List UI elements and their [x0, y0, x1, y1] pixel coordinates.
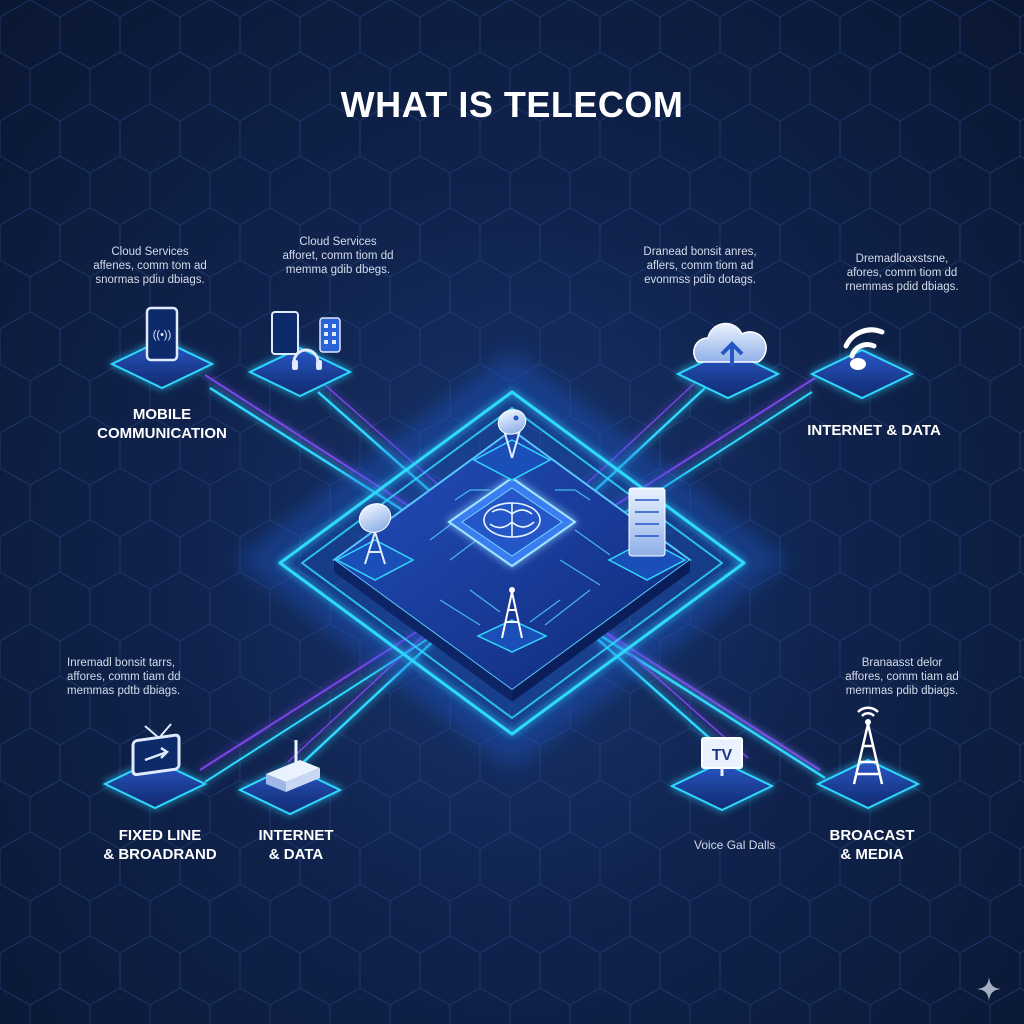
tv-icon: TV	[701, 737, 743, 776]
blurb-top-right-2: Dremadloaxstsne, afores, comm tiom dd rn…	[845, 253, 959, 293]
cell-tower-icon	[476, 587, 548, 653]
label-fixed-line-broadband: FIXED LINE & BROADRAND	[103, 827, 217, 863]
tablet-icon	[271, 311, 299, 355]
blurb-top-left-2: Cloud Services afforet, comm tiom dd mem…	[282, 236, 394, 276]
label-broadcast-media: BROACAST & MEDIA	[829, 827, 915, 863]
blurb-bottom-left: Inremadl bonsit tarrs, affores, comm tia…	[67, 657, 181, 697]
node-broadcast-tower	[815, 706, 921, 810]
blurb-top-left-1: Cloud Services affenes, comm tom ad snor…	[93, 246, 207, 286]
node-cloud	[675, 322, 781, 400]
wifi-icon	[843, 327, 885, 359]
svg-text:TV: TV	[712, 747, 733, 764]
satellite-dish-icon	[335, 503, 415, 581]
label-internet-data-top: INTERNET & DATA	[807, 422, 941, 439]
node-router	[237, 740, 343, 816]
satellite-dish-icon	[472, 409, 552, 481]
central-hub	[234, 350, 790, 770]
page-title: WHAT IS TELECOM	[340, 84, 684, 125]
node-wifi	[809, 327, 915, 400]
svg-text:((•)): ((•))	[153, 329, 172, 341]
blurb-top-right-1: Dranead bonsit anres, aflers, comm tiom …	[643, 246, 757, 286]
brain-icon	[483, 502, 541, 538]
hub-outer-ring	[278, 390, 746, 736]
label-mobile-communication: MOBILE COMMUNICATION	[97, 406, 227, 442]
blurb-bottom-right: Branaasst delor affores, comm tiam ad me…	[845, 657, 959, 697]
label-internet-data-bottom: INTERNET & DATA	[258, 827, 334, 863]
label-voice-calls: Voice Gal Dalls	[694, 838, 776, 852]
node-fixed-line	[102, 723, 208, 810]
circuit-traces	[429, 489, 611, 626]
server-rack-icon	[607, 487, 687, 581]
tv-antenna-icon	[131, 723, 181, 777]
node-devices	[247, 311, 353, 398]
node-tv: TV	[669, 737, 775, 812]
headphones-icon	[292, 348, 320, 363]
sparkle-icon	[977, 977, 1001, 1001]
cloud-upload-icon	[693, 322, 767, 363]
tablet-icon	[145, 306, 179, 362]
node-mobile-tablet: ((•))	[109, 306, 215, 390]
router-icon	[266, 740, 320, 792]
phone-grid-icon	[319, 317, 341, 353]
